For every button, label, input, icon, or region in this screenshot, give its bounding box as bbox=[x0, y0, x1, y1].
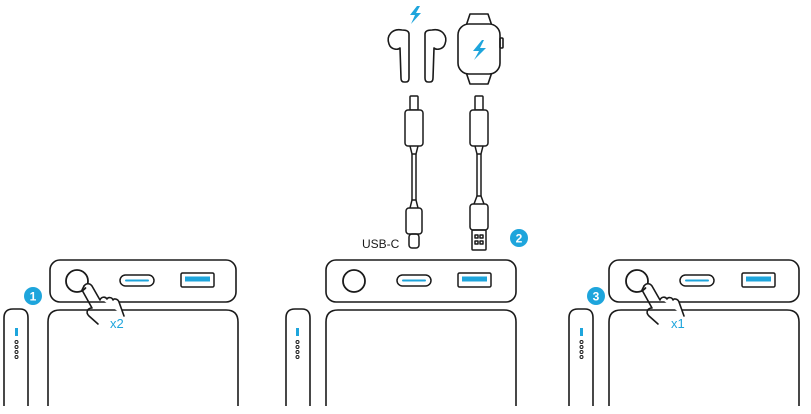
powerbank-side-edge bbox=[568, 308, 594, 406]
panel-step-3: 3 x1 bbox=[568, 259, 800, 406]
powerbank-body bbox=[325, 309, 517, 406]
step-number: 3 bbox=[593, 290, 600, 304]
usb-c-label: USB-C bbox=[362, 237, 400, 251]
battery-indicator-leds bbox=[579, 328, 584, 359]
power-button bbox=[65, 269, 89, 293]
step-badge-1: 1 bbox=[24, 287, 42, 305]
step-number: 2 bbox=[516, 232, 523, 246]
step-badge-3: 3 bbox=[587, 287, 605, 305]
lightning-bolt-icon bbox=[410, 6, 421, 24]
battery-indicator-leds bbox=[295, 328, 300, 359]
battery-indicator-leds bbox=[14, 328, 19, 359]
power-button bbox=[625, 269, 649, 293]
step-number: 1 bbox=[30, 290, 37, 304]
powerbank-body bbox=[47, 309, 239, 406]
panel-step-1: 1 x2 bbox=[3, 259, 239, 406]
powerbank-body bbox=[608, 309, 800, 406]
panel-step-2: USB-C 2 bbox=[285, 6, 528, 406]
powerbank-side-edge bbox=[3, 308, 29, 406]
press-count-label: x2 bbox=[110, 316, 124, 331]
earbuds-icon bbox=[387, 28, 447, 83]
lightning-to-usb-c-cable bbox=[404, 95, 424, 249]
step-badge-2: 2 bbox=[510, 229, 528, 247]
powerbank-side-edge bbox=[285, 308, 311, 406]
power-button bbox=[342, 269, 366, 293]
smartwatch-icon bbox=[457, 13, 504, 85]
lightning-to-usb-a-cable bbox=[469, 95, 489, 251]
press-count-label: x1 bbox=[671, 316, 685, 331]
